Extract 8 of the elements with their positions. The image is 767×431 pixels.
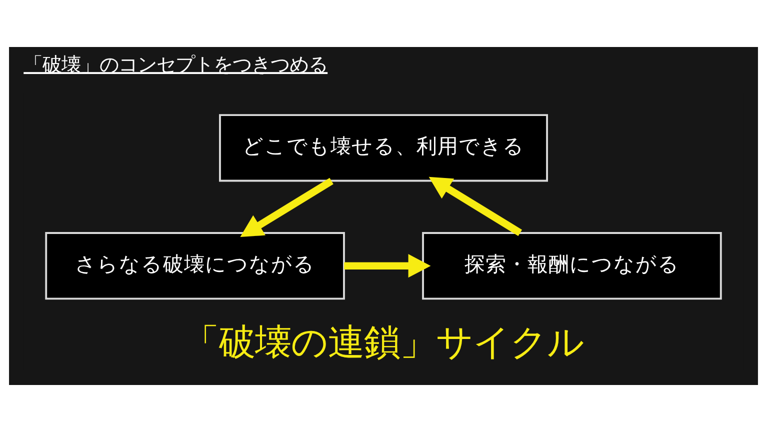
arrow bbox=[344, 254, 431, 278]
caption: 「破壊の連鎖」サイクル bbox=[183, 320, 584, 364]
arrow bbox=[240, 177, 334, 236]
diagram-title: 「破壊」のコンセプトをつきつめる bbox=[24, 52, 328, 76]
node-box: どこでも壊せる、利用できる bbox=[219, 114, 548, 182]
node-box: 探索・報酬につながる bbox=[422, 232, 722, 300]
arrow bbox=[428, 176, 522, 236]
node-box: さらなる破壊につながる bbox=[45, 232, 345, 300]
